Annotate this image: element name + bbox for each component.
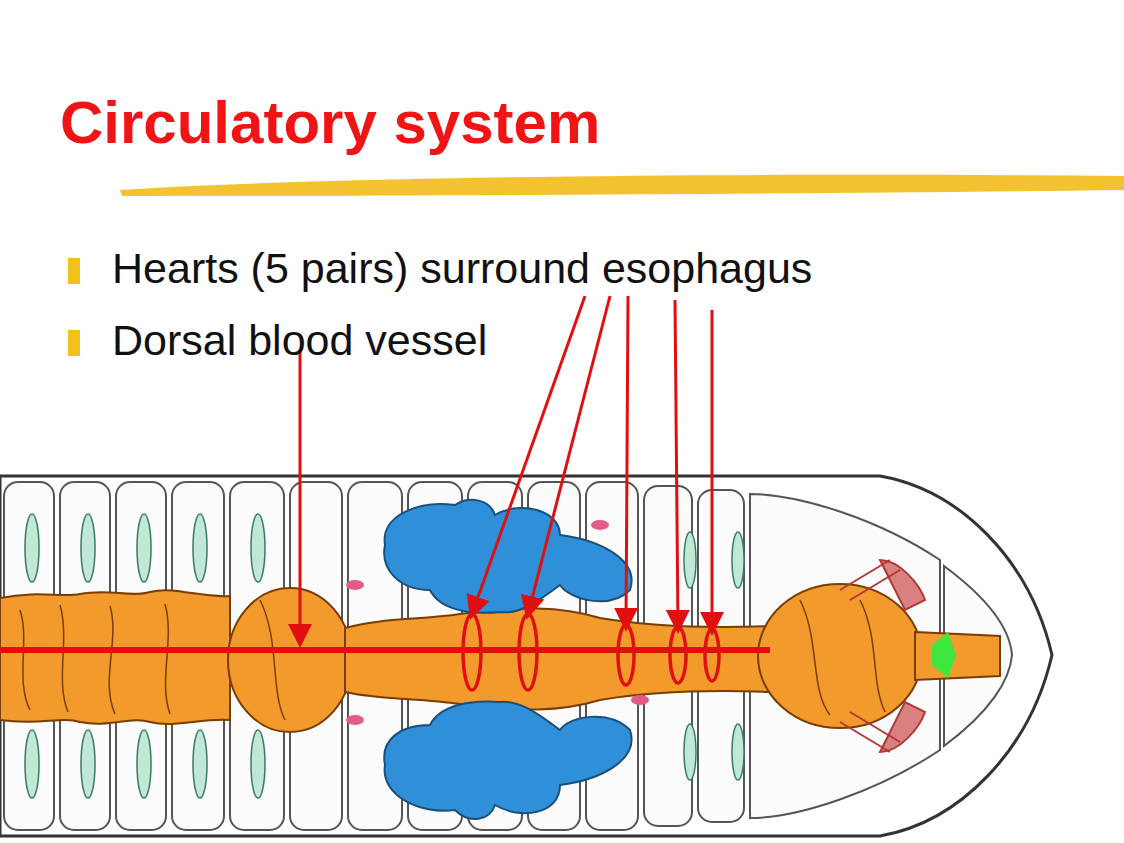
bullet-marker [68,330,80,356]
bullet-text: Dorsal blood vessel [112,316,487,365]
bullet-text: Hearts (5 pairs) surround esophagus [112,244,812,293]
hearts [463,614,719,690]
seminal-vesicles [384,500,631,819]
worm-body [0,476,1052,836]
brush-underline [120,175,1124,196]
slide-title: Circulatory system [60,88,600,157]
bullet-marker [68,258,80,284]
dorsal-blood-vessel [0,647,770,653]
ovaries [346,520,649,725]
gut-texture [20,600,885,720]
pharynx-muscles [840,560,925,752]
ganglion [932,632,956,678]
